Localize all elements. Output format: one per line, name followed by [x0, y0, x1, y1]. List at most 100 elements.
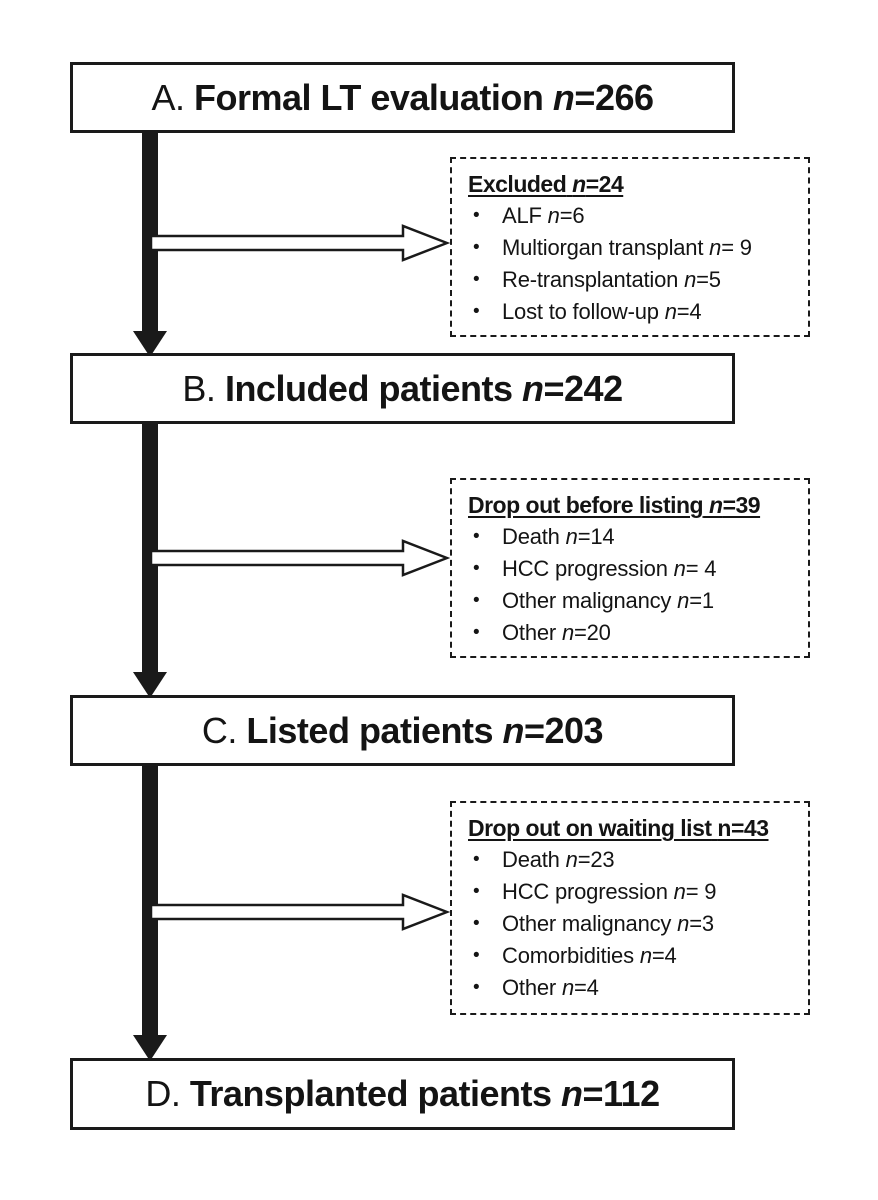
- arrow-shaft: [142, 131, 158, 331]
- n-value: =20: [574, 620, 611, 645]
- n-value: = 9: [721, 235, 752, 260]
- n-value: =24: [585, 171, 624, 197]
- n-symbol: n: [639, 943, 652, 968]
- n-symbol: n: [547, 203, 560, 228]
- stage-title-text: Formal LT evaluation: [194, 76, 544, 118]
- n-value: =112: [582, 1073, 661, 1114]
- down-arrow-icon: [133, 131, 167, 357]
- n-symbol: n: [522, 367, 544, 409]
- stage-label: D. Transplanted patients n=112: [145, 1073, 660, 1115]
- sidebox-list: ALF n=6 Multiorgan transplant n= 9 Re-tr…: [468, 200, 794, 328]
- item-text: Other malignancy: [502, 911, 672, 936]
- stage-prefix: B.: [182, 367, 216, 409]
- right-arrow-icon: [150, 224, 450, 262]
- list-item: Death n=14: [468, 521, 794, 553]
- n-symbol: n: [673, 879, 686, 904]
- n-symbol: n: [717, 815, 731, 841]
- n-symbol: n: [677, 588, 690, 613]
- item-text: Death: [502, 847, 560, 872]
- stage-title: Transplanted patients n=112: [190, 1073, 660, 1114]
- n-symbol: n: [684, 267, 697, 292]
- stage-label: A. Formal LT evaluation n=266: [151, 76, 654, 119]
- list-item: HCC progression n= 9: [468, 876, 794, 908]
- stage-title: Formal LT evaluation n=266: [194, 77, 654, 118]
- n-value: = 9: [685, 879, 717, 904]
- stage-title-text: Included patients: [224, 367, 513, 409]
- n-symbol: n: [709, 235, 722, 260]
- list-item: Multiorgan transplant n= 9: [468, 232, 794, 264]
- sidebox-title-text: Drop out before listing: [468, 492, 704, 518]
- n-value: =1: [689, 588, 714, 613]
- stage-box-included-patients: B. Included patients n=242: [70, 353, 735, 424]
- n-value: =203: [523, 709, 604, 751]
- item-text: Multiorgan transplant: [502, 235, 704, 260]
- stage-box-formal-evaluation: A. Formal LT evaluation n=266: [70, 62, 735, 133]
- sidebox-dropout-waiting-list: Drop out on waiting list n=43 Death n=23…: [450, 801, 810, 1015]
- sidebox-dropout-before-listing: Drop out before listing n=39 Death n=14 …: [450, 478, 810, 658]
- n-value: =4: [676, 299, 702, 324]
- n-value: =39: [722, 492, 761, 518]
- stage-prefix: C.: [201, 709, 238, 751]
- n-value: = 4: [685, 556, 717, 581]
- sidebox-title-text: Excluded: [468, 171, 567, 197]
- arrow-head: [133, 672, 167, 698]
- n-value: =14: [577, 524, 615, 549]
- n-value: =242: [543, 367, 624, 409]
- item-text: HCC progression: [502, 879, 668, 904]
- stage-prefix: D.: [145, 1073, 181, 1114]
- n-symbol: n: [502, 709, 524, 751]
- n-symbol: n: [565, 524, 578, 549]
- n-symbol: n: [572, 171, 586, 197]
- n-symbol: n: [664, 299, 677, 324]
- arrow-head: [133, 1035, 167, 1061]
- sidebox-title: Drop out on waiting list n=43: [468, 812, 794, 844]
- list-item: Lost to follow-up n=4: [468, 296, 794, 328]
- sidebox-list: Death n=23 HCC progression n= 9 Other ma…: [468, 844, 794, 1004]
- item-text: Lost to follow-up: [502, 299, 659, 324]
- arrow-head: [133, 331, 167, 357]
- n-symbol: n: [561, 1073, 583, 1114]
- item-text: Other malignancy: [502, 588, 672, 613]
- n-symbol: n: [709, 492, 723, 518]
- list-item: Other n=4: [468, 972, 794, 1004]
- list-item: Other malignancy n=3: [468, 908, 794, 940]
- sidebox-title-text: Drop out on waiting list: [468, 815, 712, 841]
- n-symbol: n: [673, 556, 686, 581]
- arrow-shaft: [142, 422, 158, 672]
- n-value: =5: [696, 267, 721, 292]
- sidebox-title: Drop out before listing n=39: [468, 489, 794, 521]
- stage-title-text: Transplanted patients: [189, 1073, 552, 1114]
- list-item: Re-transplantation n=5: [468, 264, 794, 296]
- item-text: HCC progression: [502, 556, 668, 581]
- item-text: Other: [502, 975, 557, 1000]
- right-arrow-icon: [150, 893, 450, 931]
- list-item: Death n=23: [468, 844, 794, 876]
- stage-label: C. Listed patients n=203: [201, 709, 604, 752]
- n-symbol: n: [561, 975, 574, 1000]
- stage-title-text: Listed patients: [246, 709, 493, 751]
- stage-box-transplanted-patients: D. Transplanted patients n=112: [70, 1058, 735, 1130]
- sidebox-list: Death n=14 HCC progression n= 4 Other ma…: [468, 521, 794, 649]
- right-arrow-icon: [150, 539, 450, 577]
- stage-title: Listed patients n=203: [246, 710, 603, 751]
- sidebox-title: Excluded n=24: [468, 168, 794, 200]
- down-arrow-icon: [133, 422, 167, 698]
- stage-label: B. Included patients n=242: [182, 367, 623, 410]
- stage-title: Included patients n=242: [225, 368, 623, 409]
- n-value: =4: [651, 943, 677, 968]
- list-item: ALF n=6: [468, 200, 794, 232]
- n-value: =23: [577, 847, 615, 872]
- item-text: ALF: [502, 203, 542, 228]
- item-text: Comorbidities: [502, 943, 634, 968]
- item-text: Death: [502, 524, 560, 549]
- down-arrow-icon: [133, 764, 167, 1061]
- n-value: =266: [574, 76, 654, 118]
- n-value: =6: [559, 203, 585, 228]
- n-symbol: n: [552, 76, 575, 118]
- item-text: Other: [502, 620, 557, 645]
- n-symbol: n: [677, 911, 690, 936]
- stage-prefix: A.: [151, 76, 185, 118]
- n-value: =4: [574, 975, 599, 1000]
- n-symbol: n: [565, 847, 578, 872]
